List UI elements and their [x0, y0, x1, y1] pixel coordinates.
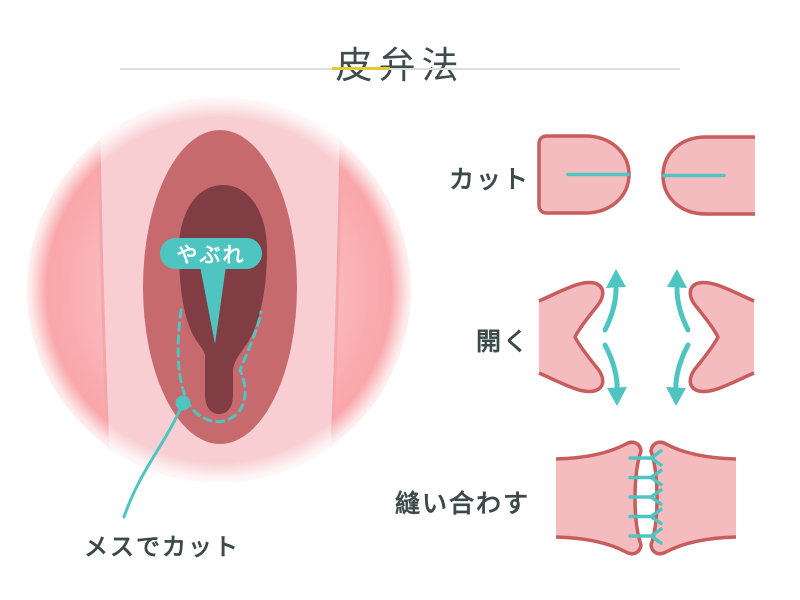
step-label-cut: カット	[448, 166, 530, 194]
scalpel-pointer-line	[122, 401, 185, 519]
incision-dashed-outline	[176, 308, 263, 424]
open-flap-right-outline	[688, 280, 755, 394]
open-flap-left-outline	[538, 280, 605, 394]
open-flap-left-fill	[539, 282, 603, 392]
title-underline-accent-icon	[332, 67, 390, 70]
suture-stitches-icon	[628, 449, 663, 545]
step-label-suture: 縫い合わす	[394, 490, 530, 518]
open-up-arrow-left-icon	[602, 269, 626, 333]
open-flap-right-fill	[690, 282, 754, 392]
tear-callout-label: やぶれ	[176, 243, 246, 267]
step-label-open: 開く	[475, 328, 530, 356]
step-cut-graphic	[537, 134, 755, 216]
suture-half-left-fill	[556, 442, 641, 554]
open-down-arrow-right-icon	[666, 342, 691, 406]
open-up-arrow-right-icon	[667, 269, 691, 333]
suture-half-right-outline	[649, 440, 737, 556]
tear-pointer-wedge	[200, 266, 226, 344]
step-open-graphic	[538, 269, 755, 406]
anatomy-figure	[19, 90, 419, 519]
scalpel-cut-label: メスでカット	[84, 534, 240, 561]
step-suture-graphic	[555, 440, 737, 556]
page-title: 皮弁法	[335, 45, 465, 87]
suture-half-right-fill	[651, 442, 736, 554]
title-underline	[120, 67, 680, 70]
open-down-arrow-left-icon	[602, 342, 627, 406]
tear-callout: やぶれ	[160, 238, 262, 269]
